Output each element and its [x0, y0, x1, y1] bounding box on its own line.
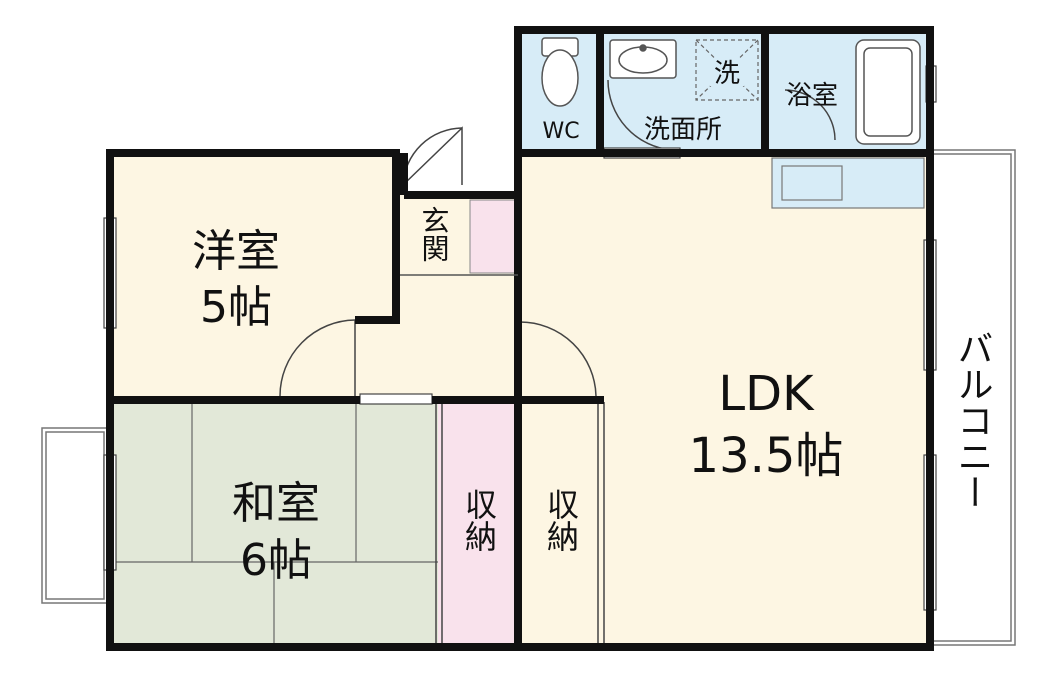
- laundry-label: 洗: [714, 59, 740, 89]
- washroom-label: 洗面所: [644, 115, 722, 145]
- washing-machine-label-bg: [710, 58, 744, 86]
- japanese-room-name: 和室: [232, 478, 320, 529]
- japanese-room-size: 6帖: [240, 535, 312, 586]
- ldk-size: 13.5帖: [689, 428, 844, 484]
- western-room-name: 洋室: [192, 226, 280, 277]
- western-room-size: 5帖: [200, 282, 272, 333]
- sink: [781, 165, 843, 201]
- western-room-floor: [110, 153, 396, 400]
- storage-left-floor: [438, 400, 518, 645]
- wc-label: WC: [542, 119, 579, 144]
- toilet-icon: [541, 37, 579, 107]
- entrance-floor: [400, 195, 470, 275]
- tatami-lines: [110, 402, 438, 645]
- shoe-box: [469, 199, 517, 274]
- ldk-lower-floor: [604, 400, 928, 645]
- balcony-left: [41, 427, 109, 604]
- closet-doors: [435, 402, 605, 643]
- balcony-label: バルコニー: [952, 330, 993, 510]
- bath-label: 浴室: [786, 81, 838, 111]
- bathtub-icon: [855, 39, 921, 145]
- storage-left-label: 収納: [460, 488, 498, 552]
- wash-basin-icon: [609, 39, 677, 79]
- storage-right-label: 収納: [542, 488, 580, 552]
- ldk-name: LDK: [718, 366, 815, 422]
- entrance-label: 玄関: [418, 206, 451, 262]
- walls: [106, 26, 934, 651]
